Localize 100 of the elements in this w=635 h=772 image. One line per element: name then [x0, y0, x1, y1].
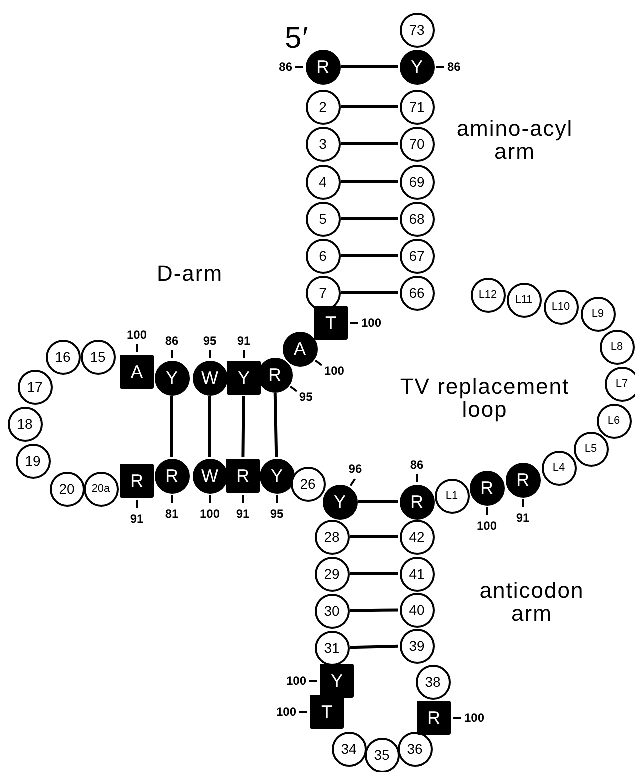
base-pair-line	[350, 644, 399, 650]
conservation-value: 86	[279, 61, 292, 73]
base-pair-line	[170, 396, 174, 458]
nucleotide-square: T	[314, 306, 348, 340]
nucleotide-circle: 67	[400, 238, 434, 274]
region-label: TV replacement loop	[399, 375, 571, 422]
nucleotide-circle: 7	[306, 276, 340, 310]
conservation-value: 100	[464, 712, 485, 724]
nucleotide-square: R	[226, 459, 260, 493]
nucleotide-circle: L11	[506, 282, 542, 318]
conservation-value: 86	[165, 334, 179, 346]
nucleotide-circle: L9	[580, 296, 616, 332]
conservation-value: 100	[276, 706, 296, 718]
nucleotide-circle: 40	[400, 592, 434, 628]
conservation-value: 96	[348, 462, 362, 475]
conservation-value: 91	[130, 512, 144, 524]
nucleotide-circle: 2	[306, 90, 340, 124]
nucleotide-circle: L12	[470, 278, 506, 312]
base-pair-line	[350, 536, 398, 538]
nucleotide-circle: W	[192, 360, 228, 396]
base-pair-line	[274, 393, 278, 458]
nucleotide-circle: L5	[574, 432, 608, 466]
nucleotide-circle: R	[306, 50, 340, 84]
conservation-value: 91	[237, 334, 251, 346]
nucleotide-circle: 35	[364, 738, 400, 772]
base-pair-line	[342, 218, 398, 220]
conservation-value: 95	[203, 334, 217, 346]
base-pair-line	[350, 608, 399, 612]
nucleotide-circle: 20a	[84, 472, 118, 506]
conservation-value: 100	[286, 675, 306, 687]
nucleotide-circle: L8	[600, 330, 634, 364]
nucleotide-circle: W	[192, 458, 228, 494]
conservation-value: 86	[448, 61, 461, 73]
nucleotide-circle: L6	[596, 404, 632, 438]
nucleotide-square: Y	[227, 361, 261, 395]
base-pair-line	[242, 396, 246, 458]
nucleotide-circle: 6	[306, 238, 340, 274]
nucleotide-circle: R	[400, 484, 434, 520]
base-pair-line	[358, 500, 398, 504]
nucleotide-circle: 41	[400, 556, 434, 592]
nucleotide-square: R	[120, 464, 154, 498]
nucleotide-circle: 39	[400, 628, 434, 664]
nucleotide-square: A	[120, 355, 154, 389]
nucleotide-circle: 28	[314, 520, 350, 554]
conservation-value: 91	[516, 512, 530, 524]
conservation-value: 100	[476, 520, 498, 532]
base-pair-line	[342, 180, 398, 184]
nucleotide-circle: Y	[154, 360, 190, 396]
nucleotide-circle: 19	[16, 444, 50, 478]
conservation-value: 81	[165, 508, 179, 520]
nucleotide-circle: Y	[260, 458, 294, 494]
conservation-value: 91	[236, 508, 250, 520]
nucleotide-circle: 36	[398, 732, 432, 766]
region-label: D-arm	[156, 262, 224, 286]
nucleotide-circle: R	[506, 462, 540, 498]
nucleotide-circle: 69	[400, 164, 434, 200]
base-pair-line	[342, 254, 398, 258]
conservation-value: 100	[200, 508, 220, 520]
base-pair-line	[208, 396, 212, 458]
nucleotide-circle: 20	[50, 472, 84, 506]
nucleotide-circle: 15	[80, 340, 116, 374]
base-pair-line	[350, 572, 398, 576]
nucleotide-circle: L4	[542, 450, 576, 486]
nucleotide-circle: 17	[18, 370, 52, 404]
base-pair-line	[342, 292, 398, 294]
nucleotide-circle: A	[282, 332, 318, 366]
nucleotide-circle: 70	[400, 126, 434, 162]
nucleotide-circle: 16	[46, 340, 80, 374]
region-label: anticodon arm	[478, 579, 586, 626]
nucleotide-circle: 38	[416, 664, 450, 700]
nucleotide-square: Y	[320, 664, 354, 698]
nucleotide-circle: 5	[306, 202, 340, 236]
nucleotide-circle: 73	[400, 12, 434, 48]
nucleotide-circle: Y	[400, 50, 434, 84]
nucleotide-circle: 71	[400, 90, 434, 124]
conservation-value: 95	[299, 391, 313, 404]
nucleotide-circle: 68	[400, 202, 434, 236]
nucleotide-circle: 30	[314, 594, 350, 628]
nucleotide-circle: 66	[400, 276, 434, 310]
nucleotide-circle: 18	[8, 406, 42, 442]
nucleotide-square: T	[310, 695, 344, 729]
nucleotide-circle: R	[470, 470, 504, 506]
nucleotide-circle: Y	[322, 484, 358, 520]
nucleotide-circle: L7	[604, 366, 635, 402]
nucleotide-circle: 29	[314, 556, 350, 592]
nucleotide-circle: L1	[434, 478, 470, 514]
conservation-value: 100	[324, 365, 344, 378]
nucleotide-circle: 26	[290, 466, 326, 502]
nucleotide-circle: 42	[400, 520, 434, 554]
nucleotide-square: R	[417, 701, 451, 735]
nucleotide-circle: L10	[544, 290, 578, 324]
nucleotide-circle: 31	[314, 630, 350, 666]
nucleotide-circle: R	[154, 458, 190, 494]
conservation-value: 100	[362, 317, 382, 329]
conservation-value: 100	[126, 328, 148, 340]
base-pair-line	[342, 106, 398, 108]
nucleotide-circle: 4	[306, 164, 340, 200]
conservation-value: 95	[270, 508, 284, 520]
base-pair-line	[342, 66, 398, 68]
nucleotide-circle: 3	[306, 126, 340, 162]
